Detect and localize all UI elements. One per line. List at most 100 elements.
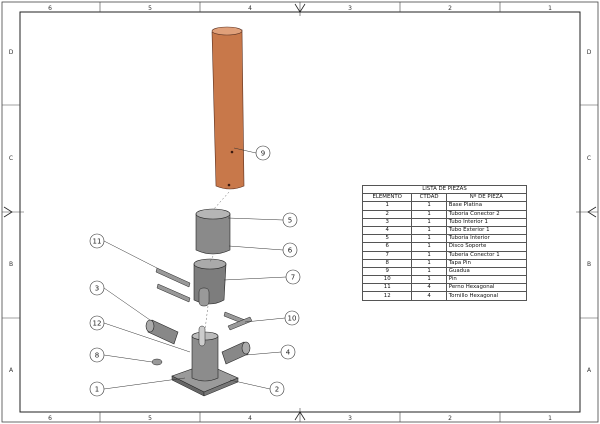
zone-column-label: 5 [148, 5, 152, 12]
zone-row-label: B [9, 261, 13, 268]
parts-list-title: LISTA DE PIEZAS [362, 184, 527, 195]
balloon-circle [284, 310, 300, 326]
cell-ctdad: 1 [411, 258, 447, 268]
balloon-number: 5 [288, 217, 292, 225]
leader-line [103, 287, 151, 321]
leader-line [223, 276, 287, 281]
zone-column-label: 6 [48, 5, 52, 12]
balloon-circle [285, 269, 301, 285]
cell-elemento: 8 [361, 258, 413, 268]
leader-line [233, 147, 257, 154]
zone-column-label: 1 [548, 415, 552, 422]
zone-column-label: 2 [448, 5, 452, 12]
cell-ctdad: 1 [411, 201, 447, 211]
balloon-number: 7 [291, 274, 295, 282]
leader-line [244, 317, 286, 323]
part-tuberia-conector [193, 258, 227, 307]
cell-pieza: Tubo Interior 1 [445, 217, 528, 227]
balloon-number: 12 [93, 320, 102, 328]
leader-line [227, 217, 284, 221]
cell-ctdad: 1 [411, 266, 447, 277]
cell-pieza: Perno Hexagonal [445, 283, 528, 293]
cell-pieza: Pin [445, 275, 528, 285]
center-arrows [3, 3, 597, 421]
balloon-circle [282, 242, 298, 258]
zone-column-label: 4 [248, 5, 252, 12]
cell-elemento: 3 [361, 217, 413, 227]
zone-row-label: A [587, 367, 592, 374]
leader-line [229, 379, 271, 390]
leader-line [103, 377, 186, 390]
balloon-number: 3 [95, 285, 99, 293]
cell-pieza: Disco Soporte [445, 242, 528, 252]
parts-list-table: LISTA DE PIEZAS ELEMENTO CTDAD Nº DE PIE… [361, 184, 528, 301]
cell-ctdad: 1 [411, 234, 447, 244]
leader-line [103, 354, 153, 363]
zone-column-label: 5 [148, 415, 152, 422]
zone-column-label: 6 [48, 415, 52, 422]
leader-line [103, 322, 191, 353]
cell-pieza: Guadua [445, 266, 528, 277]
zone-row-label: A [9, 367, 14, 374]
zone-column-label: 2 [448, 415, 452, 422]
cell-pieza: Base Platina [445, 201, 528, 211]
cell-ctdad: 1 [411, 242, 447, 252]
balloon-number: 4 [286, 349, 291, 357]
cell-elemento: 9 [361, 266, 413, 277]
cell-ctdad: 4 [411, 291, 447, 301]
cell-elemento: 6 [361, 242, 413, 252]
zone-column-label: 3 [348, 415, 352, 422]
balloon-number: 11 [93, 238, 102, 246]
balloon-circle [89, 280, 105, 296]
header-elemento: ELEMENTO [361, 193, 413, 203]
zone-column-label: 1 [548, 5, 552, 12]
header-pieza: Nº DE PIEZA [445, 193, 528, 203]
cell-ctdad: 1 [411, 217, 447, 227]
balloon-number: 9 [261, 150, 265, 158]
zone-row-label: B [587, 261, 591, 268]
balloon-circle [89, 347, 105, 363]
balloon-number: 2 [275, 386, 279, 394]
pipe-guadua [211, 26, 245, 190]
cell-elemento: 7 [361, 250, 413, 260]
leader-line [228, 245, 284, 251]
cell-elemento: 11 [361, 283, 413, 293]
cell-ctdad: 1 [411, 209, 447, 219]
balloon-circle [89, 315, 105, 331]
cell-pieza: Tuboria Interior [445, 234, 528, 244]
balloon-circle [89, 381, 105, 397]
cell-ctdad: 4 [411, 283, 447, 293]
zone-row-label: C [587, 155, 591, 162]
leader-line [103, 240, 158, 269]
zone-row-label: D [587, 49, 592, 56]
zone-column-label: 3 [348, 5, 352, 12]
assembly-lines [204, 191, 230, 331]
cell-elemento: 1 [361, 201, 413, 211]
balloon-circle [89, 233, 105, 249]
balloon-number: 8 [95, 352, 99, 360]
cell-ctdad: 1 [411, 225, 447, 236]
cell-pieza: Tuboria Conector 2 [445, 209, 528, 219]
cell-elemento: 10 [361, 275, 413, 285]
header-ctdad: CTDAD [411, 193, 447, 203]
cell-pieza: Tuberia Conector 1 [445, 250, 528, 260]
balloon-circle [269, 381, 285, 397]
cell-elemento: 12 [361, 291, 413, 301]
part-tuboria-interior [195, 208, 231, 255]
balloon-circle [282, 212, 298, 228]
balloon-circle [255, 145, 271, 161]
cell-elemento: 5 [361, 234, 413, 244]
